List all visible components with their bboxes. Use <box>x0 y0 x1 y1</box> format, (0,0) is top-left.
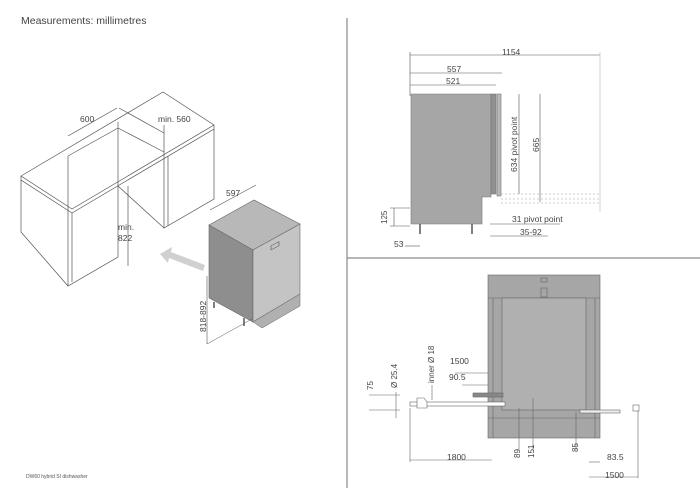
dim-inner-diameter: inner Ø 18 <box>427 345 436 383</box>
dim-foot-offset: 53 <box>394 239 404 249</box>
dim-appliance-width: 597 <box>226 188 240 198</box>
iso-dishwasher <box>208 199 301 329</box>
dim-niche-height-label: min. <box>118 222 134 232</box>
dim-outer-diameter: Ø 25.4 <box>390 363 399 388</box>
dim-power-height: 85 <box>571 443 580 452</box>
dim-power-offset: 83.5 <box>607 452 624 462</box>
dim-niche-width: 600 <box>80 114 94 124</box>
dim-plinth-height: 125 <box>380 210 389 224</box>
dim-niche-height-value: 822 <box>118 233 132 243</box>
dim-drain-height-89: 89 <box>513 449 522 458</box>
iso-cabinet-drawing <box>20 91 215 287</box>
rear-view-drawing <box>369 274 640 478</box>
dim-hose-length-left: 1500 <box>450 356 469 366</box>
dim-appliance-height: 818-892 <box>198 301 208 332</box>
dim-body-depth: 521 <box>446 76 460 86</box>
side-view-drawing <box>390 52 601 247</box>
dim-drain-height: 75 <box>366 381 375 390</box>
dim-door-height: 665 <box>531 138 541 152</box>
page-title: Measurements: millimetres <box>21 15 147 27</box>
dim-power-cable-length: 1500 <box>605 470 624 480</box>
dim-drain-hose-length: 1800 <box>447 452 466 462</box>
dim-inlet-height-151: 151 <box>527 444 536 458</box>
footer-caption: DW60 hybrid SI dishwasher <box>26 474 88 480</box>
dim-pivot-offset: 31 pivot point <box>512 214 563 224</box>
insertion-arrow-icon <box>160 247 205 271</box>
dim-niche-depth: min. 560 <box>158 114 191 124</box>
dim-total-depth: 1154 <box>502 47 521 57</box>
dim-pivot-height: 634 pivot point <box>509 116 519 172</box>
dim-inlet-offset: 90.5 <box>449 372 466 382</box>
dim-depth-with-door: 557 <box>447 64 461 74</box>
dim-plinth-offset: 35-92 <box>520 227 542 237</box>
